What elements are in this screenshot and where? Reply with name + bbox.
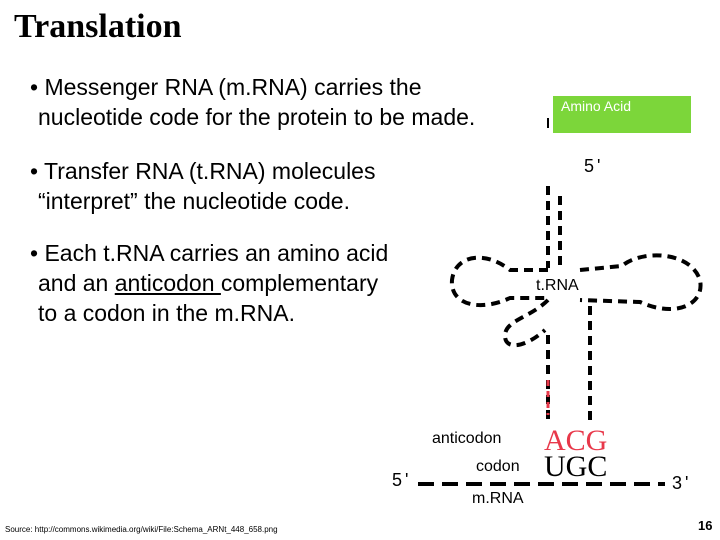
trna-label: t.RNA — [536, 277, 579, 294]
bullet-mrna: • Messenger RNA (m.RNA) carries the nucl… — [30, 72, 475, 132]
text-and-an: and an — [38, 270, 115, 296]
five-prime-mrna-label: 5' — [392, 470, 412, 490]
source-citation: Source: http://commons.wikimedia.org/wik… — [5, 525, 278, 534]
amino-acid-box: Amino Acid — [553, 96, 691, 133]
bullet-anticodon: • Each t.RNA carries an amino acid and a… — [30, 238, 388, 328]
bullet-anticodon-line1: • Each t.RNA carries an amino acid — [30, 240, 389, 266]
bullet-anticodon-line3: to a codon in the m.RNA. — [38, 300, 295, 326]
bullet-trna: • Transfer RNA (t.RNA) molecules “interp… — [30, 156, 375, 216]
codon-label: codon — [476, 458, 520, 475]
five-prime-top-label: 5' — [584, 156, 604, 176]
three-prime-mrna-label: 3' — [672, 473, 692, 493]
bullet-mrna-line2: nucleotide code for the protein to be ma… — [38, 104, 476, 130]
variable-loop — [502, 298, 550, 347]
mrna-label: m.RNA — [472, 490, 524, 507]
anticodon-term: anticodon — [114, 270, 221, 296]
slide-title: Translation — [14, 8, 182, 45]
d-arm-loop — [449, 255, 548, 308]
bullet-trna-line2: “interpret” the nucleotide code. — [38, 188, 350, 214]
anticodon-label: anticodon — [432, 430, 502, 447]
text-complementary: complementary — [220, 270, 379, 296]
t-arm-loop — [579, 253, 703, 312]
bullet-anticodon-line2: and an anticodon complementary — [30, 268, 388, 298]
codon-sequence: UGC — [544, 450, 608, 483]
bullet-mrna-line1: • Messenger RNA (m.RNA) carries the — [30, 74, 422, 100]
bullet-trna-line1: • Transfer RNA (t.RNA) molecules — [30, 158, 376, 184]
page-number: 16 — [698, 518, 713, 533]
anticodon-sequence: ACG — [544, 424, 608, 457]
amino-acid-label: Amino Acid — [561, 98, 632, 114]
